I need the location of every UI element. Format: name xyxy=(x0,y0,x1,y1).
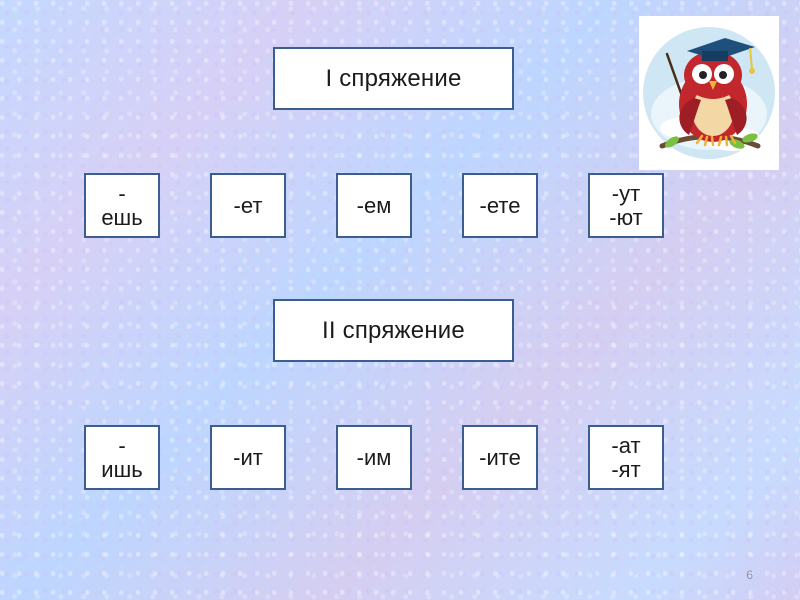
conjugation-2-title: II спряжение xyxy=(273,299,514,362)
conjugation-1-ending-4: -ете xyxy=(462,173,538,238)
conjugation-2-ending-5: -ат -ят xyxy=(588,425,664,490)
conjugation-2-ending-2: -ит xyxy=(210,425,286,490)
conjugation-1-ending-3: -ем xyxy=(336,173,412,238)
conjugation-1-ending-2: -ет xyxy=(210,173,286,238)
conjugation-2-ending-3: -им xyxy=(336,425,412,490)
slide-page-number: 6 xyxy=(746,568,753,582)
conjugation-2-ending-4: -ите xyxy=(462,425,538,490)
conjugation-1-title: I спряжение xyxy=(273,47,514,110)
owl-scholar-icon xyxy=(639,16,779,170)
conjugation-1-ending-1: - ешь xyxy=(84,173,160,238)
conjugation-2-ending-1: - ишь xyxy=(84,425,160,490)
conjugation-1-ending-5: -ут -ют xyxy=(588,173,664,238)
owl-logo xyxy=(639,16,779,170)
